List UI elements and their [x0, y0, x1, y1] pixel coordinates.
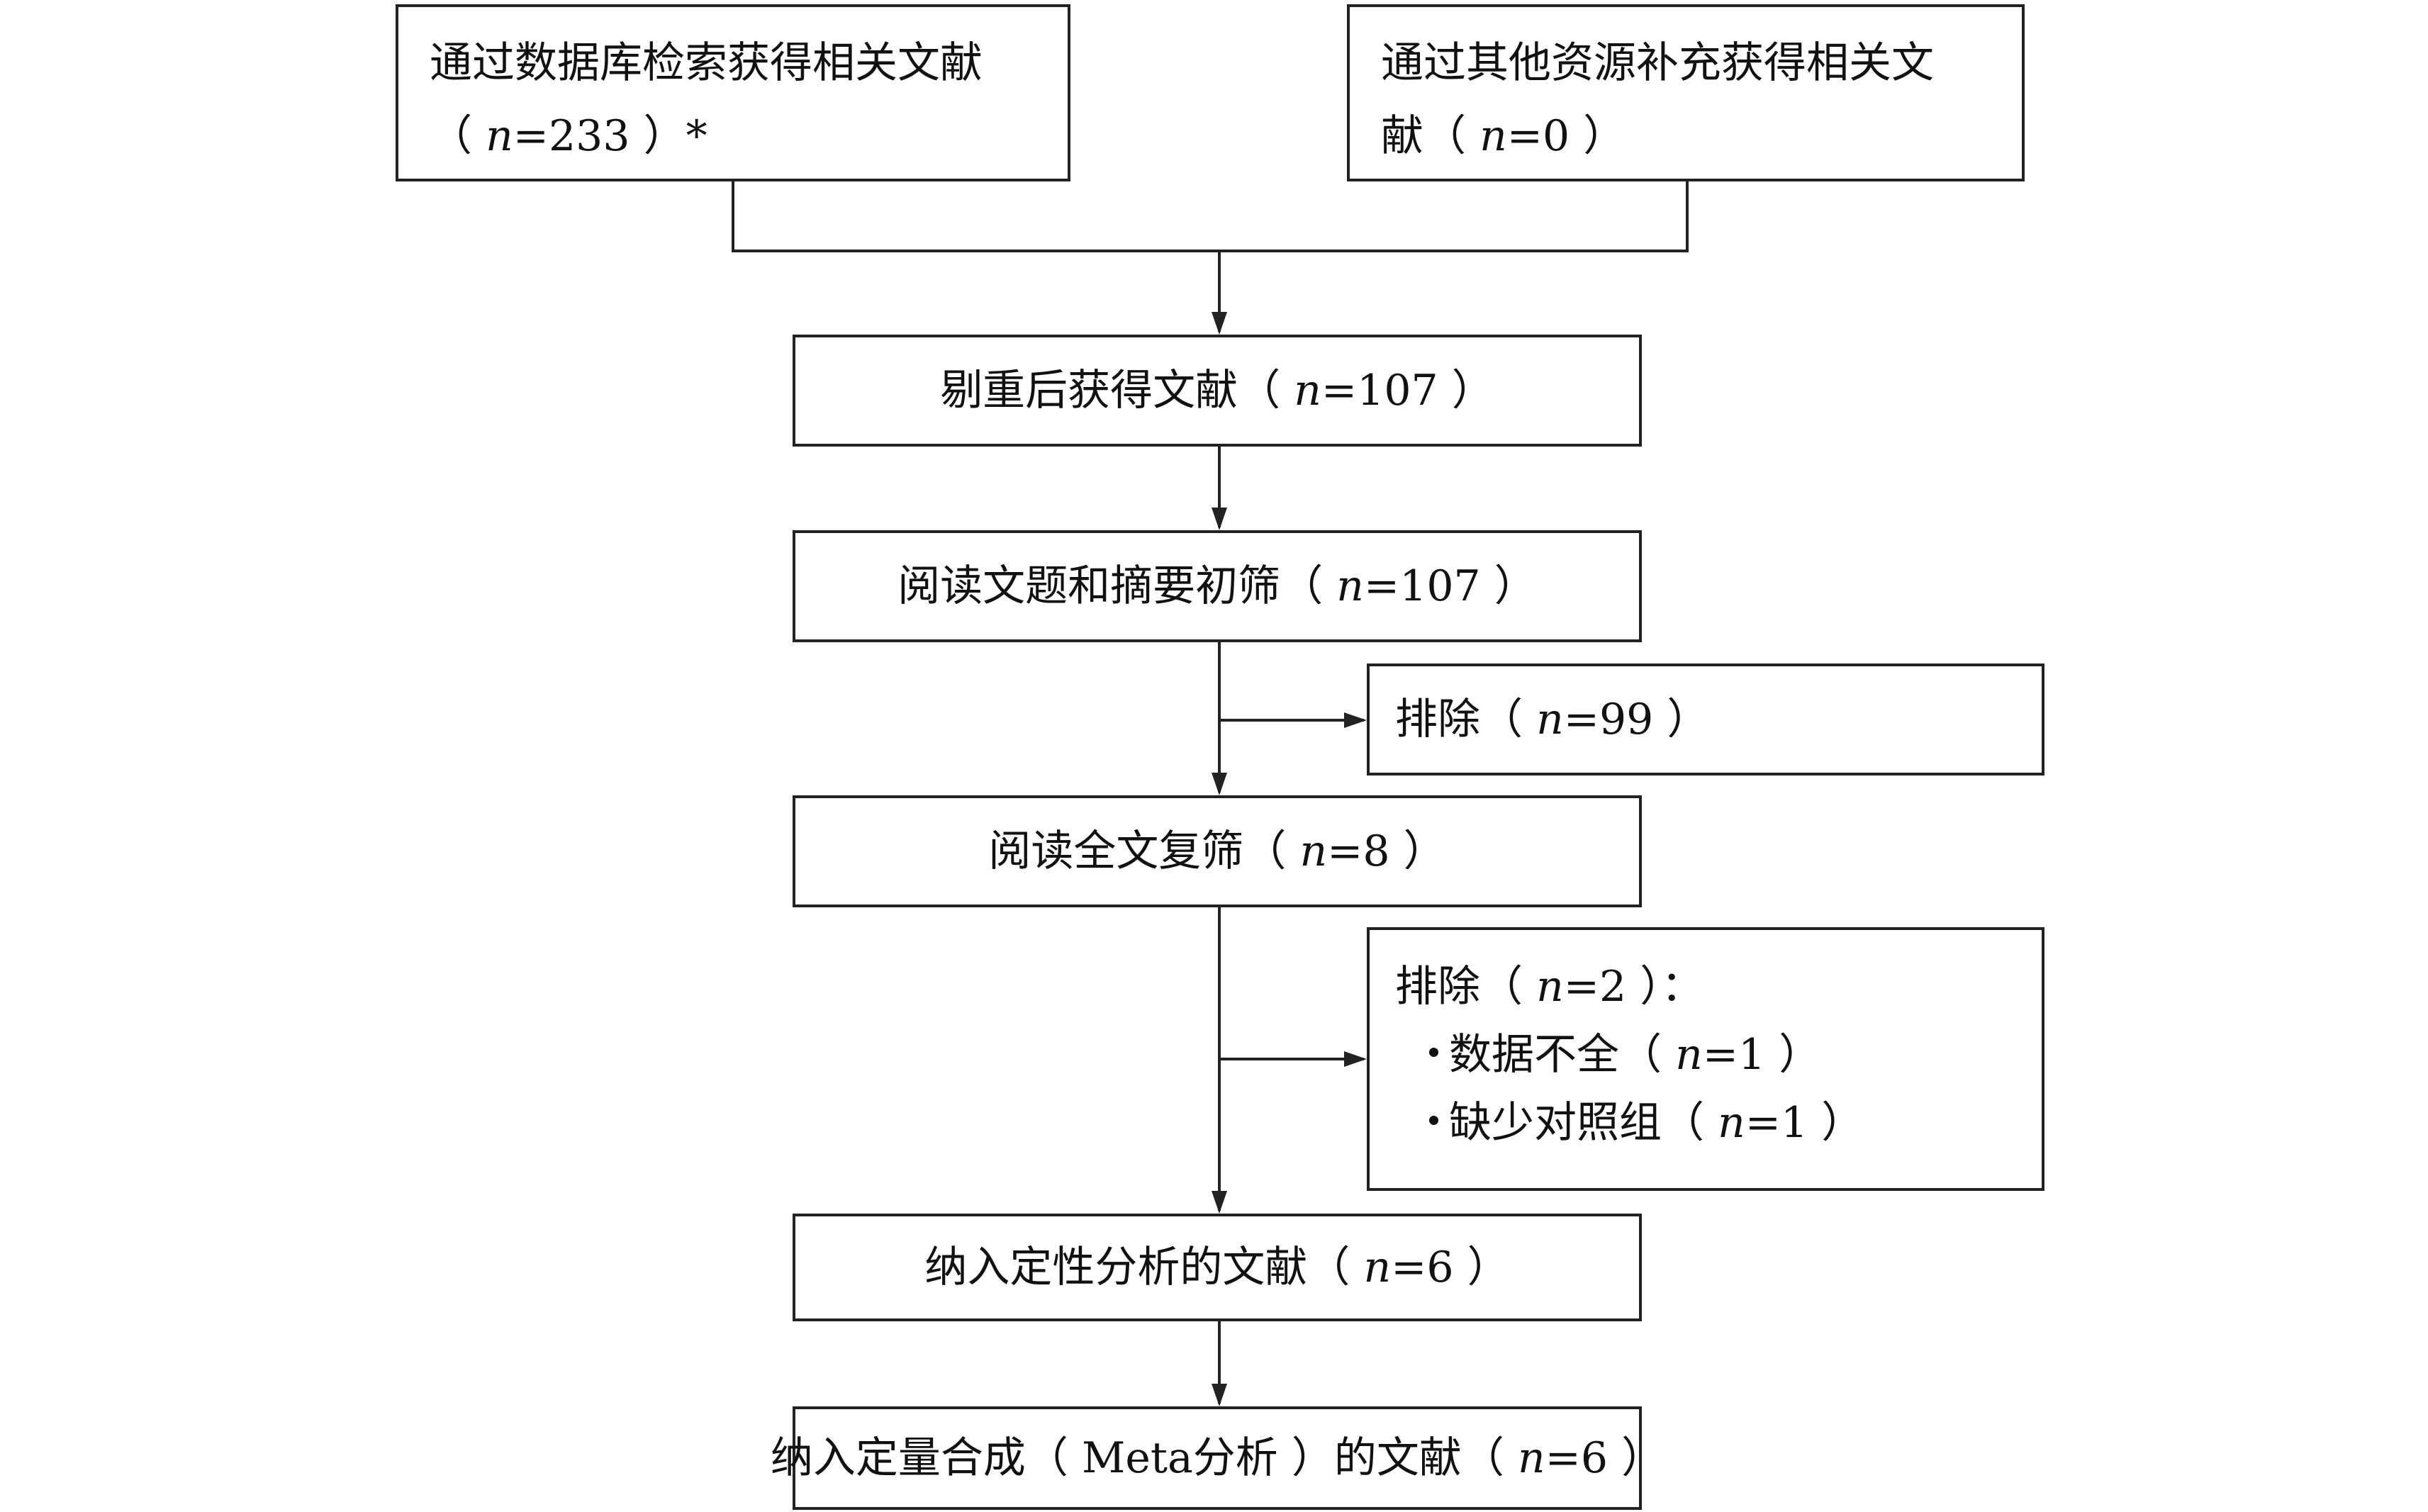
arrowhead-exclusion-2	[1344, 1051, 1367, 1067]
database-search-label: 通过数据库检索获得相关文献	[430, 38, 983, 88]
arrowhead-dedup	[1212, 312, 1227, 335]
exclusion-2-box: 排除（ n=2 ）： 数据不全（ n=1 ） 缺少对照组（ n=1 ）	[1367, 927, 2044, 1191]
title-abstract-screening-label: 阅读文题和摘要初筛（ n=107 ）	[897, 561, 1537, 611]
exclusion-1-box: 排除（ n=99 ）	[1367, 663, 2044, 775]
arrowhead-quantitative	[1212, 1384, 1227, 1406]
dedup-label: 剔重后获得文献（ n=107 ）	[940, 365, 1494, 415]
qualitative-box: 纳入定性分析的文献（ n=6 ）	[793, 1214, 1642, 1321]
exclusion-reason-text: 数据不全（ n=1 ）	[1449, 1030, 1822, 1080]
bullet-dot-icon	[1429, 1048, 1438, 1057]
quantitative-label: 纳入定量合成（ Meta分析 ）的文献（ n=6 ）	[770, 1433, 1665, 1483]
arrowhead-qualitative	[1212, 1191, 1227, 1214]
database-search-box: 通过数据库检索获得相关文献 （ n=233 ）*	[396, 4, 1070, 181]
exclusion-reason-item: 数据不全（ n=1 ）	[1395, 1021, 2018, 1089]
database-search-count: （ n=233 ）*	[430, 111, 707, 162]
other-sources-box: 通过其他资源补充获得相关文 献（ n=0 ）	[1347, 4, 2025, 181]
exclusion-2-label: 排除（ n=2 ）：	[1395, 962, 1704, 1012]
fulltext-screening-box: 阅读全文复筛（ n=8 ）	[793, 795, 1642, 907]
arrowhead-exclusion-1	[1344, 712, 1367, 728]
quantitative-box: 纳入定量合成（ Meta分析 ）的文献（ n=6 ）	[771, 1406, 1664, 1510]
arrowhead-fulltext	[1212, 773, 1227, 795]
qualitative-label: 纳入定性分析的文献（ n=6 ）	[924, 1242, 1510, 1292]
dedup-box: 剔重后获得文献（ n=107 ）	[793, 335, 1642, 447]
other-sources-label-line1: 通过其他资源补充获得相关文	[1381, 38, 1934, 88]
arrowhead-screen	[1212, 508, 1227, 530]
fulltext-screening-label: 阅读全文复筛（ n=8 ）	[988, 826, 1446, 876]
other-sources-label-line2: 献（ n=0 ）	[1381, 111, 1626, 162]
exclusion-1-label: 排除（ n=99 ）	[1395, 694, 1710, 744]
title-abstract-screening-box: 阅读文题和摘要初筛（ n=107 ）	[793, 530, 1642, 642]
bullet-dot-icon	[1429, 1116, 1438, 1125]
exclusion-reason-item: 缺少对照组（ n=1 ）	[1395, 1089, 2018, 1157]
exclusion-reason-text: 缺少对照组（ n=1 ）	[1449, 1098, 1864, 1148]
